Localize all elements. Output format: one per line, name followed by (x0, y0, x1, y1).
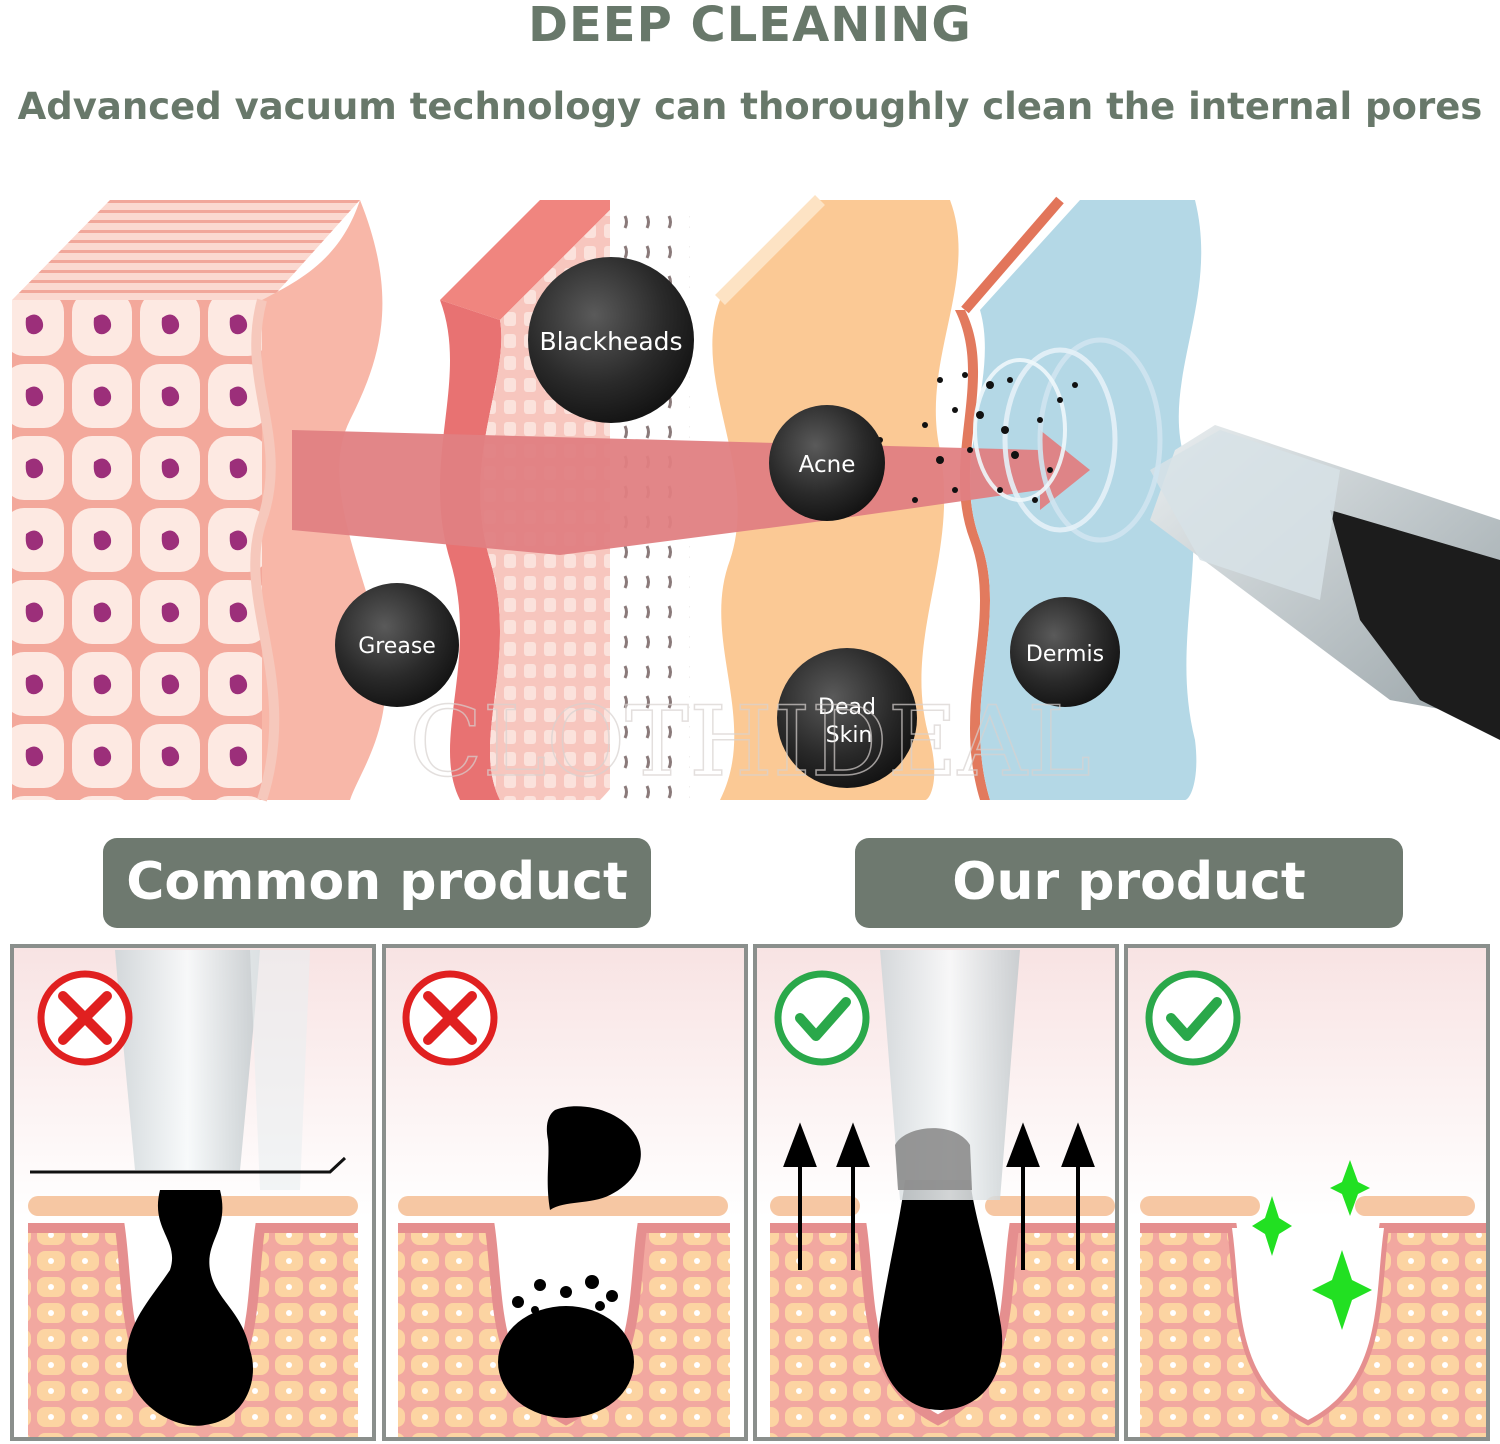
grease-bubble: Grease (335, 583, 459, 707)
panel-common-residue (386, 948, 744, 1437)
dead-skin-label-line2: Skin (826, 723, 873, 748)
check-icon (1145, 970, 1241, 1066)
panel-our-clean-pore (1128, 948, 1486, 1437)
check-icon (774, 970, 870, 1066)
blackheads-label: Blackheads (539, 327, 682, 356)
flow-arrow (292, 430, 1090, 555)
blackheads-bubble: Blackheads (528, 257, 694, 423)
dermis-bubble: Dermis (1010, 597, 1120, 707)
watermark: CLOTHIDEAL (409, 686, 1091, 798)
sparkle-icon (1252, 1160, 1372, 1330)
debris-particles (877, 372, 1078, 503)
common-product-tag: Common product (103, 838, 651, 928)
dermis-label: Dermis (1026, 642, 1104, 667)
page-title: DEEP CLEANING (528, 0, 972, 53)
grease-label: Grease (358, 634, 436, 659)
acne-bubble: Acne (769, 405, 885, 521)
cross-icon (37, 970, 133, 1066)
panel-common-weak-suction (14, 948, 372, 1437)
dead-skin-label-line1: Dead (818, 695, 876, 720)
acne-label: Acne (799, 452, 856, 478)
page-subtitle: Advanced vacuum technology can thoroughl… (17, 85, 1483, 128)
our-product-tag: Our product (855, 838, 1403, 928)
panel-our-strong-suction (757, 948, 1115, 1437)
dead-skin-bubble: Dead Skin (777, 648, 917, 788)
skin-layers-illustration: Grease Blackheads Acne Dead Skin Dermis … (12, 195, 1500, 802)
cross-icon (402, 970, 498, 1066)
pore-vacuum-wand (973, 337, 1500, 740)
